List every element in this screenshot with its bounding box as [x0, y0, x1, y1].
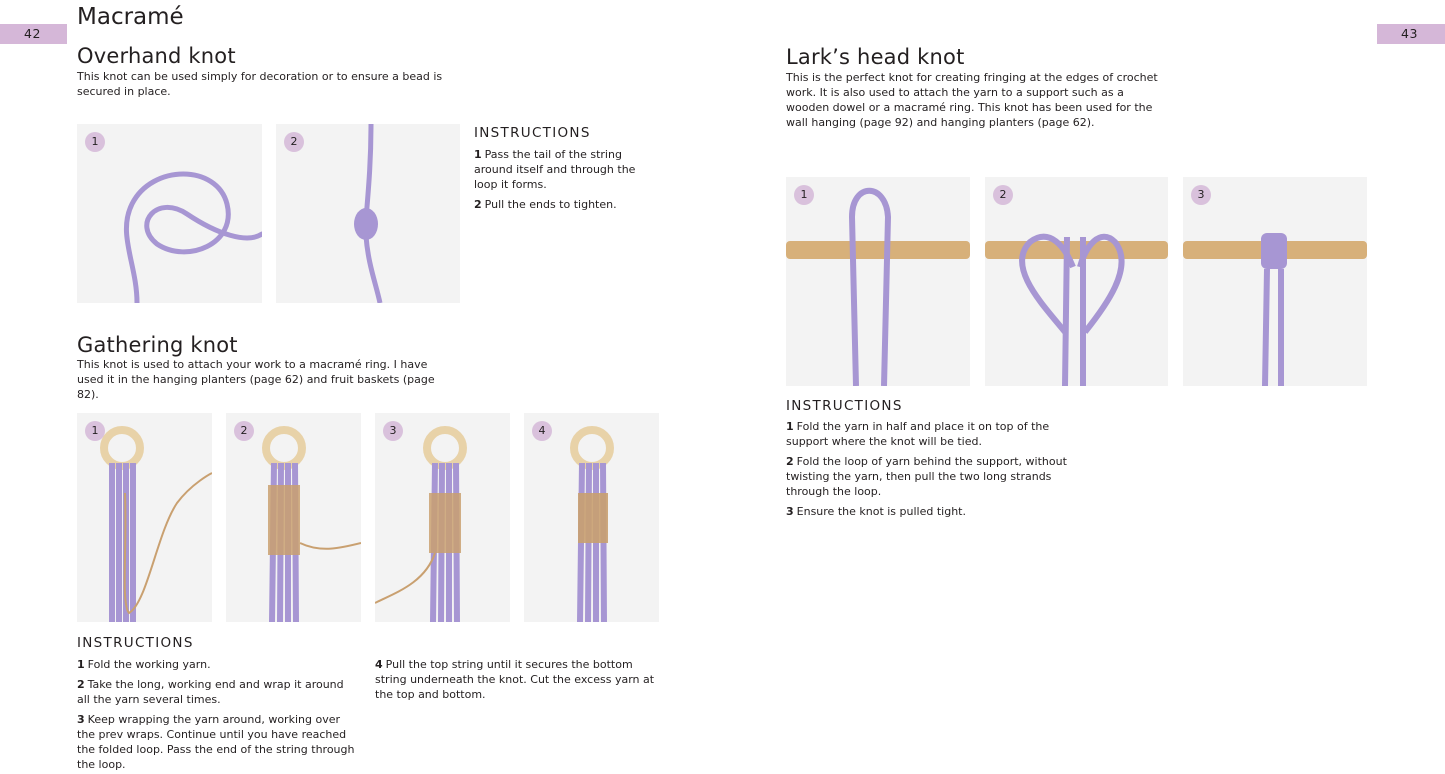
gathering-photo-2: 2	[226, 413, 361, 622]
overhand-photo-1: 1	[77, 124, 262, 303]
larks-instructions-title: INSTRUCTIONS	[786, 398, 903, 414]
larks-head-knot-heading: Lark’s head knot	[786, 45, 965, 69]
larks-step3-illustration	[1183, 233, 1367, 386]
overhand-loop-illustration	[123, 171, 262, 303]
gathering-step1-illustration	[100, 426, 212, 622]
chapter-title: Macramé	[77, 4, 184, 30]
gathering-photo-3: 3	[375, 413, 510, 622]
overhand-knot-heading: Overhand knot	[77, 44, 236, 68]
larks-step-badge-3: 3	[1191, 185, 1211, 205]
gathering-step4-illustration	[570, 426, 614, 622]
larks-head-knot-intro: This is the perfect knot for creating fr…	[786, 71, 1158, 129]
gathering-step-badge-4: 4	[532, 421, 552, 441]
overhand-step-badge-2: 2	[284, 132, 304, 152]
overhand-knot-intro: This knot can be used simply for decorat…	[77, 70, 443, 98]
larks-step1-illustration	[786, 187, 970, 386]
gathering-knot-heading: Gathering knot	[77, 333, 238, 357]
larks-photo-1: 1	[786, 177, 970, 386]
gathering-step2-illustration	[262, 426, 361, 622]
overhand-photo-2: 2	[276, 124, 460, 303]
gathering-step-badge-3: 3	[383, 421, 403, 441]
overhand-tied-knot-illustration	[354, 124, 383, 303]
gathering-step-badge-2: 2	[234, 421, 254, 441]
overhand-instructions-title: INSTRUCTIONS	[474, 125, 591, 141]
larks-step-badge-1: 1	[794, 185, 814, 205]
gathering-photo-4: 4	[524, 413, 659, 622]
larks-step2-illustration	[985, 233, 1168, 386]
larks-photo-2: 2	[985, 177, 1168, 386]
gathering-photo-1: 1	[77, 413, 212, 622]
overhand-step-badge-1: 1	[85, 132, 105, 152]
larks-step-badge-2: 2	[993, 185, 1013, 205]
gathering-knot-intro: This knot is used to attach your work to…	[77, 358, 435, 401]
page-number-left: 42	[0, 24, 67, 44]
gathering-instructions-title: INSTRUCTIONS	[77, 635, 194, 651]
gathering-step-badge-1: 1	[85, 421, 105, 441]
gathering-step3-illustration	[375, 426, 467, 622]
larks-photo-3: 3	[1183, 177, 1367, 386]
page-number-right: 43	[1377, 24, 1445, 44]
